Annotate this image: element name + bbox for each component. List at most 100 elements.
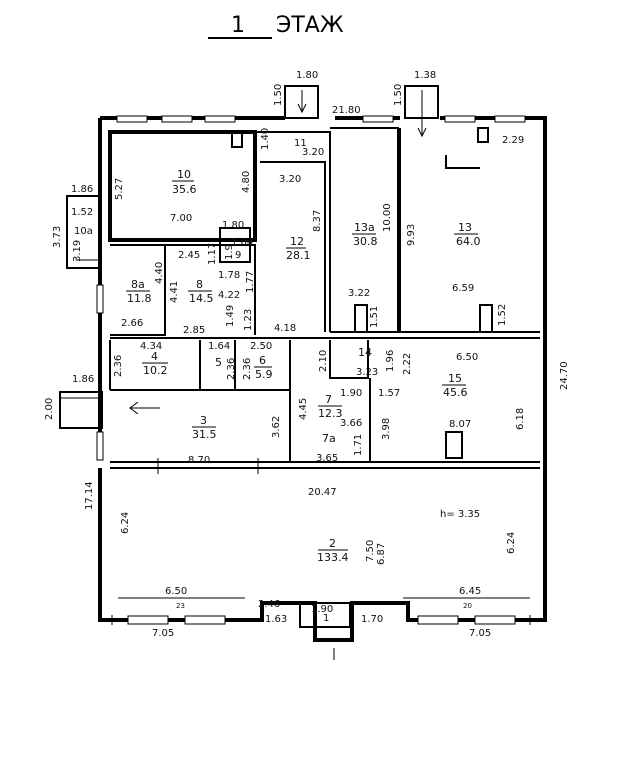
dim-label: 1.52 [497, 304, 508, 326]
dim-label: 2.46 [258, 599, 280, 610]
dim-label: 3.23 [356, 367, 378, 378]
dim-label: 3.65 [316, 453, 338, 464]
dim-label: 2.29 [502, 135, 524, 146]
dim-label: 6.50 [165, 586, 187, 597]
dim-label: 1.86 [71, 184, 93, 195]
dim-label: 2.85 [183, 325, 205, 336]
dim-label: 2.45 [178, 250, 200, 261]
dim-label: 17.14 [84, 481, 95, 510]
room-number-2: 2 [329, 537, 336, 550]
room-number-10: 10 [177, 168, 191, 181]
dim-label: 1.78 [218, 270, 240, 281]
dim-label: 3.66 [340, 418, 362, 429]
dim-label: 1.96 [385, 350, 396, 372]
plan-title: 1 ЭТАЖ [208, 13, 344, 39]
room-area-6: 5.9 [255, 368, 273, 381]
dim-label: 2.00 [44, 398, 55, 420]
dim-label: 4.22 [218, 290, 240, 301]
room-number-6: 6 [259, 354, 266, 367]
dim-label: 9.93 [406, 224, 417, 246]
dim-label: 6.87 [376, 543, 387, 565]
title-number: 1 [231, 13, 245, 38]
dim-label: 1.70 [361, 614, 383, 625]
dim-label: 1.64 [208, 341, 230, 352]
dim-label: 2.36 [242, 358, 253, 380]
room-number-11: 11 [294, 138, 307, 149]
dim-label: 1.57 [378, 388, 400, 399]
window-mark-right: 20 [463, 602, 472, 610]
dim-label: 1.51 [369, 306, 380, 328]
dim-label: 8.37 [312, 210, 323, 232]
room-number-4: 4 [151, 350, 158, 363]
dim-label: 3.22 [348, 288, 370, 299]
dim-label: 8.07 [449, 419, 471, 430]
dimension-lines [60, 90, 531, 660]
outer-walls [59, 85, 547, 642]
dim-label: 6.50 [456, 352, 478, 363]
dim-label: 3.98 [381, 418, 392, 440]
dim-label: 7.05 [152, 628, 174, 639]
dim-label: 1.71 [353, 434, 364, 456]
dim-label: 1.80 [296, 70, 318, 81]
dim-label: 1.17 [207, 243, 218, 265]
dim-label: 10.00 [382, 203, 393, 232]
dim-label: 1.90 [340, 388, 362, 399]
dim-label: 2.36 [226, 358, 237, 380]
dim-label: 3.20 [302, 147, 324, 158]
dim-label: 4.18 [274, 323, 296, 334]
windows [96, 115, 526, 625]
dim-label: 4.45 [298, 398, 309, 420]
dim-label: 7.50 [365, 540, 376, 562]
dim-label: 6.24 [120, 512, 131, 534]
room-area-4: 10.2 [143, 364, 168, 377]
room-number-13a: 13a [354, 221, 375, 234]
room-number-15: 15 [448, 372, 462, 385]
dim-label: 2.50 [250, 341, 272, 352]
dim-label: 1.9 [224, 244, 235, 260]
dim-label: 1.40 [260, 128, 271, 150]
dim-label: 1.50 [273, 84, 284, 106]
room-number-12: 12 [290, 235, 304, 248]
dim-label: 8.70 [188, 455, 210, 466]
dim-label: 1.77 [245, 271, 256, 293]
window-mark-left: 23 [176, 602, 185, 610]
dim-label: 4.80 [241, 171, 252, 193]
dim-label: 21.80 [332, 105, 361, 116]
dim-label: 5.27 [114, 178, 125, 200]
room-area-13: 64.0 [456, 235, 481, 248]
dim-label: 4.34 [140, 341, 162, 352]
dim-label: 2.36 [113, 355, 124, 377]
room-area-7: 12.3 [318, 407, 343, 420]
dim-label: 1.23 [243, 309, 254, 331]
room-number-8: 8 [196, 278, 203, 291]
room-number-8a: 8a [131, 278, 145, 291]
dim-label: h= 3.35 [440, 509, 480, 520]
dim-label: 20.47 [308, 487, 337, 498]
title-word: ЭТАЖ [276, 13, 344, 38]
room-number-1: 1 [323, 613, 329, 624]
dim-label: 2.22 [402, 353, 413, 375]
room-area-15: 45.6 [443, 386, 468, 399]
dim-label: 2.10 [318, 350, 329, 372]
dim-label: 3.20 [279, 174, 301, 185]
room-area-12: 28.1 [286, 249, 311, 262]
dim-label: 4.41 [169, 281, 180, 303]
dim-label: 1.90 [311, 604, 333, 615]
room-area-10: 35.6 [172, 183, 197, 196]
dim-label: 6.45 [459, 586, 481, 597]
dimension-labels: 1.80 1.38 1.50 21.80 1.50 1.40 3.20 2.29… [44, 70, 570, 639]
dim-label: 7.05 [469, 628, 491, 639]
room-number-14: 14 [358, 346, 372, 359]
room-area-8a: 11.8 [127, 292, 152, 305]
room-number-3: 3 [200, 414, 207, 427]
dim-label: 1.86 [72, 374, 94, 385]
dim-label: 1.49 [225, 305, 236, 327]
dim-label: 7.00 [170, 213, 192, 224]
dim-label: 1.80 [222, 220, 244, 231]
room-area-8: 14.5 [189, 292, 214, 305]
interior-walls [108, 127, 540, 469]
dim-label: 2.66 [121, 318, 143, 329]
room-number-13: 13 [458, 221, 472, 234]
